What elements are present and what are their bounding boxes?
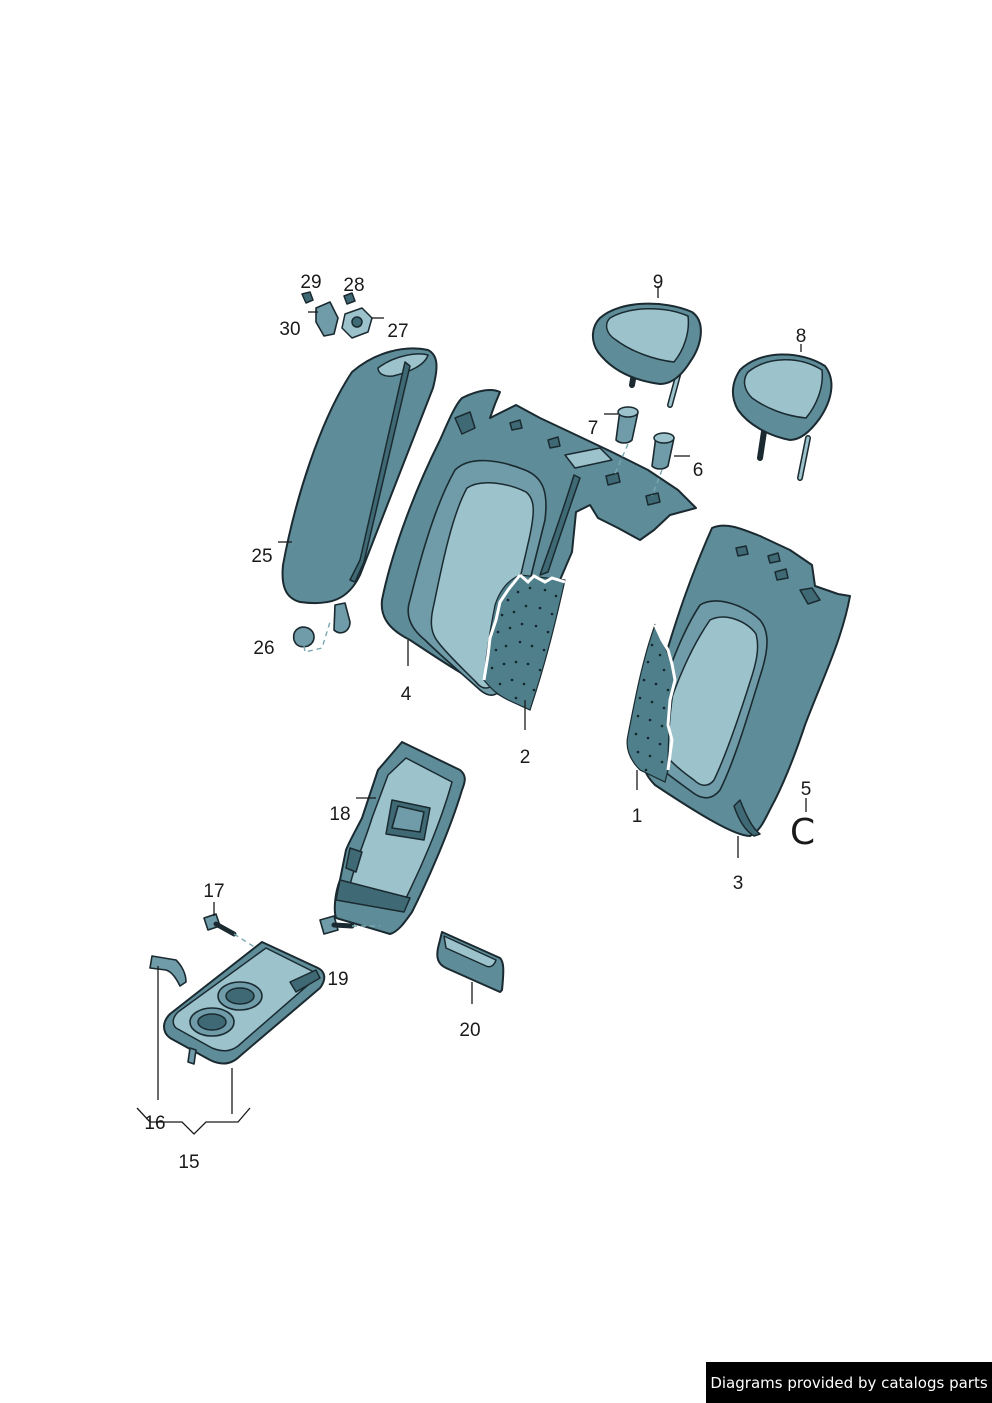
label-30: 30 <box>279 319 300 340</box>
headrest-8 <box>732 353 833 481</box>
label-15: 15 <box>178 1152 199 1173</box>
label-16: 16 <box>144 1113 165 1134</box>
credit-banner: Diagrams provided by catalogs parts <box>706 1362 992 1403</box>
credit-text: Diagrams provided by catalogs parts <box>710 1373 988 1392</box>
armrest-cupholder <box>163 941 326 1065</box>
headrest-guides <box>613 406 675 497</box>
label-7: 7 <box>588 418 599 439</box>
label-5: 5 <box>801 779 812 800</box>
label-9: 9 <box>653 272 664 293</box>
callout-numbers: 1 2 3 4 5 6 7 8 9 15 16 17 18 19 20 25 2… <box>144 272 811 1173</box>
armrest-mount <box>333 741 466 935</box>
label-1: 1 <box>632 806 643 827</box>
label-27: 27 <box>387 321 408 342</box>
bolts <box>203 913 380 949</box>
left-backrest-frame <box>380 389 697 706</box>
label-20: 20 <box>459 1020 480 1041</box>
right-backrest-frame <box>641 524 851 837</box>
bracket-clips <box>301 291 373 339</box>
label-3: 3 <box>733 873 744 894</box>
bracket-16 <box>149 955 187 987</box>
headrest-9 <box>592 302 702 408</box>
label-28: 28 <box>343 275 364 296</box>
left-foam-texture <box>490 586 558 700</box>
side-bolster-trim <box>281 347 438 634</box>
label-29: 29 <box>300 272 321 293</box>
label-4: 4 <box>401 684 412 705</box>
left-foam-pad <box>482 573 566 711</box>
cap <box>292 621 331 653</box>
label-18: 18 <box>329 804 350 825</box>
cover-panel <box>436 931 505 993</box>
label-8: 8 <box>796 326 807 347</box>
label-19: 19 <box>327 969 348 990</box>
leader-lines <box>136 286 807 1135</box>
label-17: 17 <box>203 881 224 902</box>
label-25: 25 <box>251 546 272 567</box>
right-foam-texture <box>634 643 670 772</box>
right-foam-pad <box>626 623 677 783</box>
label-2: 2 <box>520 747 531 768</box>
clip-symbol: C <box>790 812 815 853</box>
label-6: 6 <box>693 460 704 481</box>
label-26: 26 <box>253 638 274 659</box>
